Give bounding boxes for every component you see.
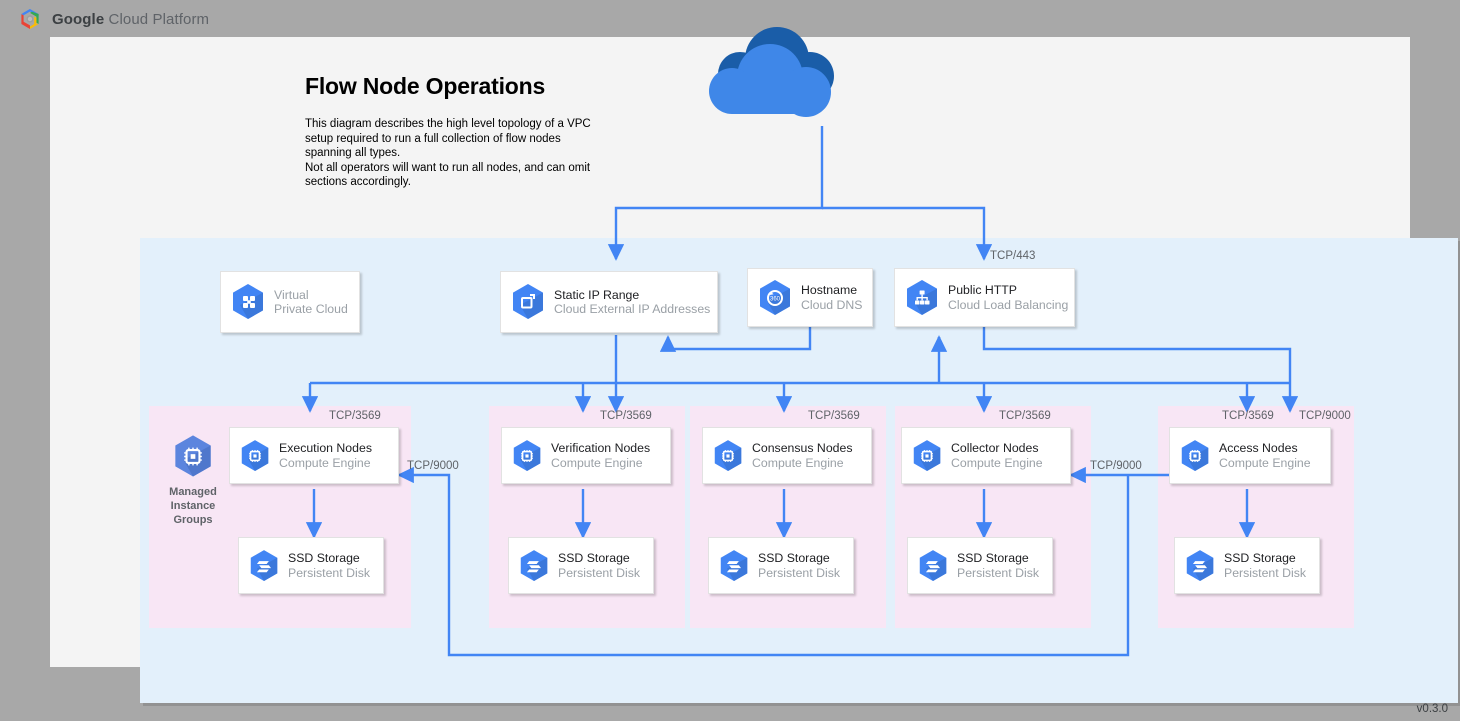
card-ssd-storage-verification[interactable]: SSD Storage Persistent Disk [508, 537, 665, 607]
card-title: SSD Storage [957, 551, 1029, 565]
diagram-description: This diagram describes the high level to… [305, 118, 591, 189]
card-title: Access Nodes [1219, 441, 1298, 455]
card-subtitle: Cloud DNS [801, 297, 863, 312]
card-title: SSD Storage [758, 551, 830, 565]
card-public-http[interactable]: Public HTTP Cloud Load Balancing [894, 268, 1075, 327]
card-subtitle: Persistent Disk [1224, 565, 1307, 580]
compute-engine-icon [512, 439, 542, 473]
port-label-ingress-verification: TCP/3569 [600, 410, 652, 422]
port-label-access-to-execution: TCP/9000 [407, 460, 459, 472]
card-verification-nodes[interactable]: Verification Nodes Compute Engine [501, 427, 682, 497]
persistent-disk-icon [249, 549, 279, 583]
card-subtitle: Compute Engine [1219, 455, 1311, 470]
card-title: Collector Nodes [951, 441, 1039, 455]
svg-text:360: 360 [770, 296, 781, 302]
port-label-ingress-access: TCP/3569 [1222, 410, 1274, 422]
brand-title: Google Cloud Platform [52, 11, 209, 28]
card-subtitle: Persistent Disk [957, 565, 1040, 580]
card-title: Public HTTP [948, 283, 1018, 297]
diagram-title: Flow Node Operations [305, 73, 546, 99]
diagram-canvas: Flow Node Operations This diagram descri… [50, 27, 1458, 703]
card-execution-nodes[interactable]: Execution Nodes Compute Engine [229, 427, 410, 497]
card-title: SSD Storage [1224, 551, 1296, 565]
compute-engine-icon [1180, 439, 1210, 473]
card-ssd-storage-collector[interactable]: SSD Storage Persistent Disk [907, 537, 1064, 607]
card-title: Static IP Range [554, 287, 640, 302]
card-hostname[interactable]: 360 Hostname Cloud DNS [747, 268, 873, 327]
port-label-ingress-execution: TCP/3569 [329, 410, 381, 422]
managed-instance-groups-icon [173, 434, 213, 484]
cloud-dns-icon: 360 [758, 279, 792, 317]
card-consensus-nodes[interactable]: Consensus Nodes Compute Engine [702, 427, 883, 497]
brand-rest: Cloud Platform [104, 11, 210, 28]
card-subtitle: Compute Engine [551, 455, 643, 470]
card-subtitle: Persistent Disk [558, 565, 641, 580]
app-header: Google Cloud Platform [0, 0, 1460, 36]
card-title: Verification Nodes [551, 441, 651, 455]
card-subtitle: Compute Engine [752, 455, 844, 470]
card-subtitle: Persistent Disk [288, 565, 371, 580]
brand-bold: Google [52, 11, 105, 28]
port-label-ingress-collector: TCP/3569 [999, 410, 1051, 422]
persistent-disk-icon [719, 549, 749, 583]
card-title: Consensus Nodes [752, 441, 853, 455]
compute-engine-icon [713, 439, 743, 473]
card-subtitle: Cloud External IP Addresses [554, 302, 711, 316]
virtual-private-cloud-icon [231, 283, 265, 321]
card-title: Hostname [801, 283, 858, 297]
persistent-disk-icon [918, 549, 948, 583]
port-label-ingress-consensus: TCP/3569 [808, 410, 860, 422]
port-label-access-to-collector: TCP/9000 [1090, 460, 1142, 472]
card-subtitle: Cloud Load Balancing [948, 297, 1069, 312]
card-subtitle: Compute Engine [951, 455, 1043, 470]
card-virtual-private-cloud[interactable]: Virtual Private Cloud [220, 271, 360, 333]
static-ip-range-icon [511, 283, 545, 321]
persistent-disk-icon [1185, 549, 1215, 583]
card-subtitle: Persistent Disk [758, 565, 841, 580]
card-title: SSD Storage [558, 551, 630, 565]
port-label-ingress-access-9000: TCP/9000 [1299, 410, 1351, 422]
card-ssd-storage-consensus[interactable]: SSD Storage Persistent Disk [708, 537, 865, 607]
persistent-disk-icon [519, 549, 549, 583]
card-title: Virtual [274, 287, 309, 302]
card-title: SSD Storage [288, 551, 360, 565]
card-subtitle: Private Cloud [274, 302, 348, 316]
compute-engine-icon [912, 439, 942, 473]
card-ssd-storage-execution[interactable]: SSD Storage Persistent Disk [238, 537, 395, 607]
card-subtitle: Compute Engine [279, 455, 371, 470]
port-label-tcp443: TCP/443 [990, 250, 1036, 262]
card-ssd-storage-access[interactable]: SSD Storage Persistent Disk [1174, 537, 1331, 607]
cloud-load-balancing-icon [905, 279, 939, 317]
card-collector-nodes[interactable]: Collector Nodes Compute Engine [901, 427, 1082, 497]
card-access-nodes[interactable]: Access Nodes Compute Engine [1169, 427, 1342, 497]
compute-engine-icon [240, 439, 270, 473]
version-label: v0.3.0 [1416, 703, 1448, 715]
cloud-icon [682, 22, 862, 122]
card-static-ip-range[interactable]: Static IP Range Cloud External IP Addres… [500, 271, 729, 348]
card-title: Execution Nodes [279, 441, 372, 455]
google-cloud-platform-logo [18, 7, 42, 31]
